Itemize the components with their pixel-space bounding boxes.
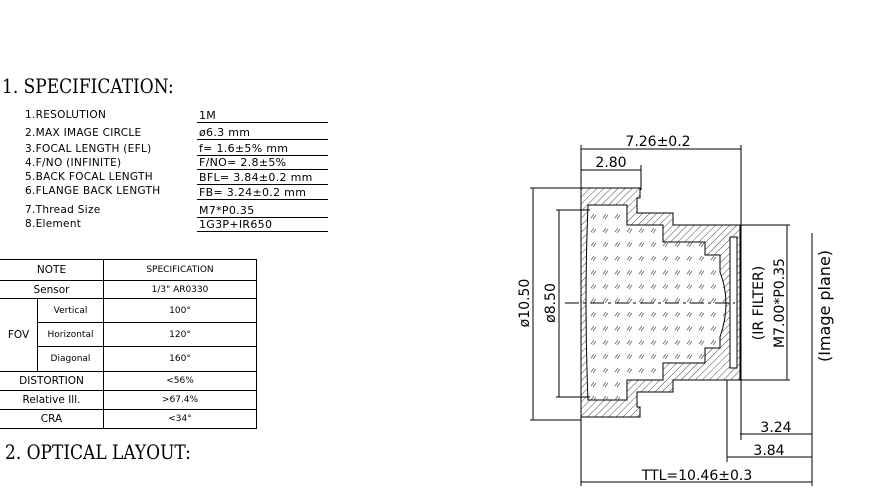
dim-front-length: 2.80: [595, 155, 626, 171]
relative-illumination-label: Relative Ill.: [0, 390, 104, 410]
spec-value: F/NO= 2.8±5%: [197, 157, 328, 170]
fov-label: FOV: [0, 298, 38, 372]
distortion-value: <56%: [103, 371, 257, 391]
spec-label: 7.Thread Size: [25, 204, 101, 216]
dim-overall-length: 7.26±0.2: [625, 134, 690, 150]
spec-label: 2.MAX IMAGE CIRCLE: [25, 127, 142, 139]
spec-value: M7*P0.35: [197, 205, 328, 218]
spec-value: BFL= 3.84±0.2 mm: [197, 172, 328, 185]
spec-value: 1M: [197, 110, 328, 123]
spec-value: ø6.3 mm: [197, 127, 328, 140]
cra-value: <34°: [103, 409, 257, 429]
dim-outer-diameter: ø10.50: [517, 279, 533, 328]
cra-label: CRA: [0, 409, 104, 429]
dim-inner-diameter: ø8.50: [543, 283, 559, 323]
image-plane-label: (Image plane): [815, 250, 834, 362]
ir-filter-label: (IR FILTER): [751, 266, 767, 340]
dim-thread: M7.00*P0.35: [772, 258, 788, 348]
fov-horizontal-value: 120°: [103, 322, 257, 347]
dim-ttl: TTL=10.46±0.3: [641, 468, 752, 484]
spec-label: 3.FOCAL LENGTH (EFL): [25, 143, 152, 155]
layout-section-title: 2. OPTICAL LAYOUT:: [5, 440, 191, 464]
dim-back-focal: 3.84: [753, 443, 784, 459]
spec-section-title: 1. SPECIFICATION:: [2, 74, 174, 98]
spec-label: 4.F/NO (INFINITE): [25, 157, 122, 169]
fov-vertical-label: Vertical: [37, 298, 104, 323]
spec-label: 8.Element: [25, 218, 82, 230]
spec-value: f= 1.6±5% mm: [197, 143, 328, 156]
fov-diagonal-value: 160°: [103, 346, 257, 372]
fov-diagonal-label: Diagonal: [37, 346, 104, 372]
spec-label: 1.RESOLUTION: [25, 109, 107, 121]
spec-value: 1G3P+IR650: [197, 219, 328, 232]
spec-value: FB= 3.24±0.2 mm: [197, 187, 328, 200]
dim-flange-back: 3.24: [760, 420, 791, 436]
spec-label: 5.BACK FOCAL LENGTH: [25, 171, 153, 183]
spec-label: 6.FLANGE BACK LENGTH: [25, 185, 161, 197]
